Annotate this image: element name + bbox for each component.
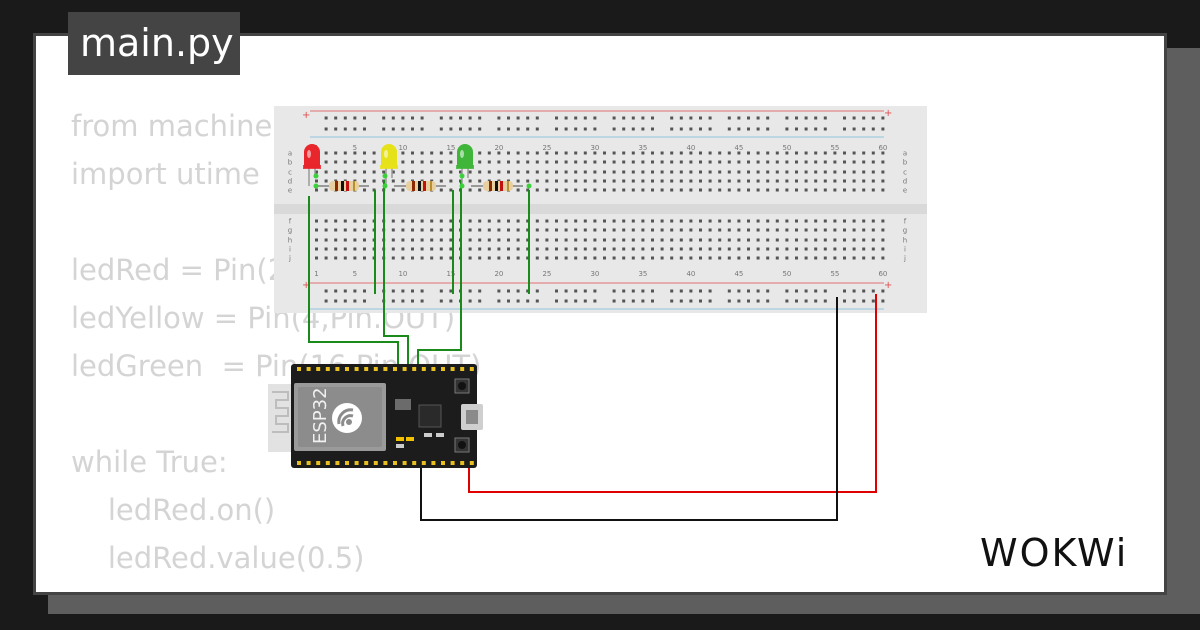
column-number: 1: [314, 270, 318, 278]
resistor-3: [471, 181, 523, 191]
rail-plus-bottom: +: [302, 280, 310, 291]
column-number: 5: [353, 144, 357, 152]
column-number: 55: [830, 144, 839, 152]
esp32-label: ESP32: [310, 387, 331, 444]
row-letter: g: [903, 227, 907, 235]
esp32-component: [395, 399, 411, 410]
column-number: 20: [494, 144, 503, 152]
breadboard: + + + + 11551010151520202525303035354040…: [274, 106, 927, 313]
column-number: 55: [830, 270, 839, 278]
rail-plus-top: +: [302, 110, 310, 121]
code-line: while True:: [71, 445, 228, 479]
led-green: [456, 144, 474, 186]
row-letter: h: [903, 237, 907, 245]
row-letter: i: [904, 246, 906, 254]
resistor-2: [394, 181, 446, 191]
file-tab: main.py: [68, 12, 240, 75]
code-line: ledRed.value(0.5): [107, 541, 365, 575]
code-line: import utime: [71, 157, 260, 191]
wires: [308, 180, 877, 521]
column-number: 35: [638, 144, 647, 152]
column-number: 40: [686, 270, 695, 278]
row-letter: e: [903, 187, 907, 195]
column-number: 25: [542, 270, 551, 278]
column-number: 50: [782, 270, 791, 278]
rail-plus-top-right: +: [884, 108, 892, 119]
row-letter: j: [903, 255, 906, 263]
row-letter: e: [288, 187, 292, 195]
row-letter: j: [288, 255, 291, 263]
resistors: [317, 181, 523, 191]
column-number: 50: [782, 144, 791, 152]
column-number: 60: [878, 270, 887, 278]
espressif-logo-icon: [332, 403, 362, 433]
esp32-chip: [418, 404, 442, 428]
column-number: 45: [734, 270, 743, 278]
row-letter: d: [288, 178, 292, 186]
row-letter: h: [288, 237, 292, 245]
wire-red-power: [468, 294, 877, 493]
breadboard-labels: 1155101015152020252530303535404045455050…: [288, 144, 908, 278]
row-letter: a: [288, 150, 292, 158]
column-number: 10: [398, 270, 407, 278]
column-number: 25: [542, 144, 551, 152]
wokwi-logo-text: WOKWi: [980, 531, 1128, 575]
code-line: ledRed.on(): [107, 493, 276, 527]
column-number: 5: [353, 270, 357, 278]
rail-plus-bottom-right: +: [884, 280, 892, 291]
row-letter: d: [903, 178, 907, 186]
row-letter: a: [903, 150, 907, 158]
column-number: 10: [398, 144, 407, 152]
column-number: 30: [590, 144, 599, 152]
row-letter: f: [904, 218, 907, 226]
code-line: ledYellow.value(0.5): [71, 589, 396, 592]
column-number: 60: [878, 144, 887, 152]
row-letter: c: [288, 169, 292, 177]
resistor-1: [317, 181, 369, 191]
column-number: 35: [638, 270, 647, 278]
led-red: [303, 144, 321, 186]
esp32-pins: [297, 367, 474, 465]
row-letter: f: [289, 218, 292, 226]
row-letter: i: [289, 246, 291, 254]
wire-black-ground: [420, 297, 838, 521]
row-letter: c: [903, 169, 907, 177]
leds: [303, 144, 532, 189]
column-number: 15: [446, 270, 455, 278]
column-number: 15: [446, 144, 455, 152]
code-line: ledRed = Pin(2: [71, 253, 287, 287]
code-line: from machine: [71, 109, 273, 143]
column-number: 20: [494, 270, 503, 278]
wokwi-logo: WOKWi: [980, 531, 1128, 575]
wire-green-red-led: [308, 196, 399, 368]
esp32-board: ESP32: [268, 364, 483, 468]
esp32-antenna: [268, 384, 294, 452]
column-number: 30: [590, 270, 599, 278]
row-letter: b: [288, 159, 293, 167]
column-number: 45: [734, 144, 743, 152]
breadboard-divider: [274, 204, 927, 214]
column-number: 40: [686, 144, 695, 152]
wire-green-yellow-led: [383, 180, 409, 368]
wire-green-green-led: [417, 180, 462, 368]
row-letter: g: [288, 227, 292, 235]
row-letter: b: [903, 159, 908, 167]
led-yellow: [380, 144, 398, 186]
